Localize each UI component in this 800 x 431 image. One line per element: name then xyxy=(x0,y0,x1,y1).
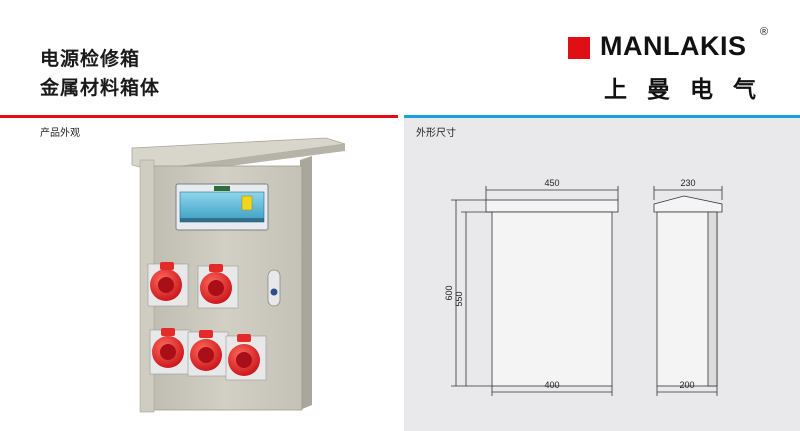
front-body-width-label: 400 xyxy=(544,380,559,390)
brand-chinese-name: 上曼电气 xyxy=(604,77,776,103)
dimensions-section-label: 外形尺寸 xyxy=(416,128,456,139)
side-top-depth-label: 230 xyxy=(680,178,695,188)
industrial-socket-icon xyxy=(187,330,229,377)
product-title-line-1: 电源检修箱 xyxy=(40,48,141,70)
brand-logo-square-icon xyxy=(568,37,590,59)
front-top-width-label: 450 xyxy=(544,178,559,188)
side-body-depth-label: 200 xyxy=(679,380,694,390)
appearance-section-label: 产品外观 xyxy=(40,128,80,139)
total-height-label: 600 xyxy=(444,285,454,300)
section-divider-blue xyxy=(404,115,800,118)
body-height-label: 550 xyxy=(454,291,464,306)
side-view-drawing xyxy=(653,186,723,396)
section-divider-red xyxy=(0,115,398,118)
industrial-socket-icon xyxy=(147,262,189,307)
industrial-socket-icon xyxy=(197,264,239,309)
front-view-drawing xyxy=(451,186,619,396)
industrial-socket-icon xyxy=(225,334,267,381)
product-title-line-2: 金属材料箱体 xyxy=(40,77,161,99)
registered-mark: ® xyxy=(760,26,769,38)
brand-name: MANLAKIS xyxy=(600,31,747,61)
industrial-socket-icon xyxy=(149,328,191,375)
